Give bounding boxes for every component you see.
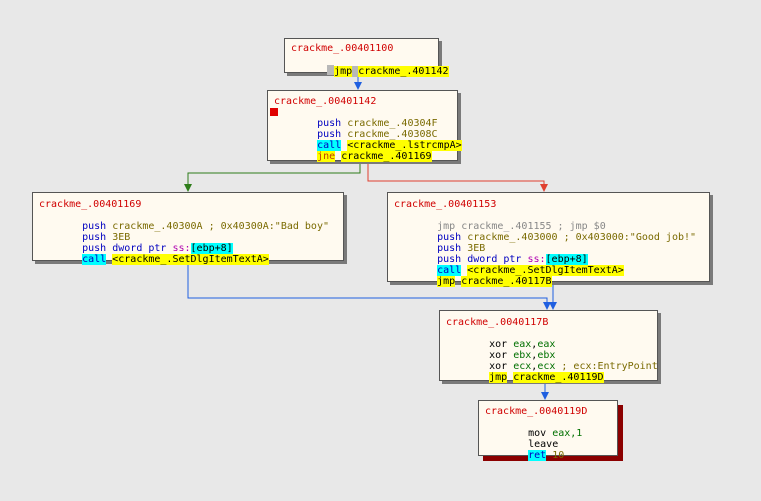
code-block-0040119D[interactable]: crackme_.0040119D mov eax,1 leave ret 10 [478,400,618,461]
segment: ss: [172,243,191,254]
mnemonic: push [82,221,107,232]
register: eax [537,339,556,350]
separator: , [531,350,538,361]
mnemonic: jmp [437,276,456,287]
instruction-line[interactable]: jmp crackme_.401155 ; jmp $0 [394,210,709,232]
gray-marker-icon [327,65,335,75]
operand[interactable]: crackme_.40119D [513,372,604,383]
mnemonic: xor [489,350,508,361]
instruction-line[interactable]: jne crackme_.401169 [274,140,457,162]
operand[interactable]: crackme_.401142 [358,66,449,77]
operand[interactable]: crackme_.40300A [112,221,203,232]
mnemonic: mov [528,428,547,439]
edge-b3-b5 [187,260,551,310]
operand: dword ptr [467,254,528,265]
instruction-line[interactable]: push dword ptr ss:[ebp+8] [39,232,343,254]
operand: 3EB [112,232,131,243]
operand: dword ptr [112,243,173,254]
mnemonic: call [437,265,462,276]
instruction-line[interactable]: push crackme_.40300A ; 0x40300A:"Bad boy… [39,210,343,232]
register: ecx [513,361,532,372]
code-block-00401142[interactable]: crackme_.00401142 push crackme_.40304F p… [267,90,462,162]
instruction-line[interactable]: push dword ptr ss:[ebp+8] [394,243,709,265]
operand[interactable]: <crackme_.SetDlgItemTextA> [112,254,269,265]
operand: eax,1 [552,428,583,439]
block-title: crackme_.00401100 [291,43,394,54]
operand: 3EB [467,243,486,254]
instruction-line[interactable]: push 3EB [394,232,709,254]
instruction-line[interactable]: push crackme_.40308C [274,118,457,140]
mnemonic: push [82,243,107,254]
block-title: crackme_.00401169 [39,199,142,210]
mnemonic: push [437,232,462,243]
instruction-line[interactable]: call <crackme_.SetDlgItemTextA> [39,243,343,265]
register: ebx [537,350,556,361]
edge-b2-b4-fallthrough [367,160,548,192]
code-block-00401169[interactable]: crackme_.00401169 push crackme_.40300A ;… [32,192,344,265]
instruction-line[interactable]: ret 10 [485,439,617,461]
instruction-line[interactable]: push crackme_.40304F [270,107,457,129]
instruction-line[interactable]: jmp crackme_.401142 [291,54,449,77]
instruction-line[interactable]: call <crackme_.SetDlgItemTextA> [394,254,709,276]
instruction-line[interactable]: jmp crackme_.40119D [446,361,657,383]
mnemonic: push [317,118,342,129]
memory-operand: [ebp+8] [190,243,233,254]
operand[interactable]: <crackme_.SetDlgItemTextA> [467,265,624,276]
mnemonic: push [437,243,462,254]
operand[interactable]: crackme_.40304F [347,118,438,129]
code-block-00401100[interactable]: crackme_.00401100 jmp crackme_.401142 [284,38,449,77]
block-title: crackme_.00401142 [274,96,377,107]
separator: , [531,339,538,350]
mnemonic: push [82,232,107,243]
comment: ; jmp $0 [551,221,606,232]
operand[interactable]: crackme_.403000 [467,232,558,243]
block-title: crackme_.0040117B [446,317,549,328]
register: ecx [537,361,556,372]
operand: 10 [552,450,565,461]
instruction-line[interactable]: xor eax,eax [446,328,657,350]
instruction-line[interactable]: jmp crackme_.40117B [394,265,709,287]
mnemonic: push [437,254,462,265]
comment: ; 0x403000:"Good job!" [557,232,697,243]
operand[interactable]: <crackme_.lstrcmpA> [347,140,462,151]
edge-b2-b3-taken [184,160,361,192]
instruction-line[interactable]: call <crackme_.lstrcmpA> [274,129,462,151]
instruction-line[interactable]: mov eax,1 [485,417,617,439]
operand[interactable]: crackme_.401155 [461,221,552,232]
code-block-00401153[interactable]: crackme_.00401153 jmp crackme_.401155 ; … [387,192,710,287]
mnemonic: jmp [489,372,508,383]
comment: ; 0x40300A:"Bad boy" [202,221,329,232]
operand[interactable]: crackme_.40117B [461,276,552,287]
mnemonic: ret [528,450,547,461]
register: ebx [513,350,532,361]
operand[interactable]: crackme_.401169 [341,151,432,162]
instruction-line[interactable]: xor ebx,ebx [446,339,657,361]
mnemonic: push [317,129,342,140]
block-title: crackme_.00401153 [394,199,497,210]
memory-operand: [ebp+8] [545,254,588,265]
code-block-0040117B[interactable]: crackme_.0040117B xor eax,eax xor ebx,eb… [439,310,658,383]
instruction-line[interactable]: push 3EB [39,221,343,243]
operand[interactable]: crackme_.40308C [347,129,438,140]
mnemonic: xor [489,339,508,350]
breakpoint-icon[interactable] [270,108,278,116]
mnemonic: call [317,140,342,151]
register: eax [513,339,532,350]
mnemonic: jmp [334,66,353,77]
instruction-line[interactable]: push crackme_.403000 ; 0x403000:"Good jo… [394,221,709,243]
instruction-line[interactable]: leave [485,428,617,450]
mnemonic: jne [317,151,336,162]
mnemonic: call [82,254,107,265]
mnemonic: leave [528,439,559,450]
segment: ss: [527,254,546,265]
mnemonic: xor [489,361,508,372]
instruction-line[interactable]: xor ecx,ecx ; ecx:EntryPoint [446,350,658,372]
block-title: crackme_.0040119D [485,406,588,417]
separator: , [531,361,538,372]
mnemonic: jmp [437,221,456,232]
comment: ; ecx:EntryPoint [555,361,658,372]
